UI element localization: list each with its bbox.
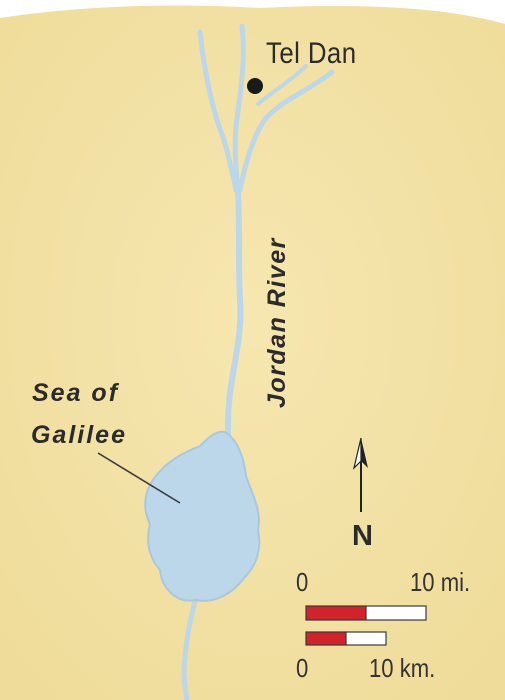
tel-dan-marker-icon [247,78,263,94]
sea-of-galilee-label-line1: Sea of [32,379,120,407]
scale-km-zero: 0 [296,653,309,683]
scale-miles-zero: 0 [296,567,309,597]
north-arrow-icon [352,437,368,512]
north-label: N [352,520,373,552]
sea-of-galilee-label-line2: Galilee [31,421,127,449]
scale-bar-miles [305,605,427,621]
sea-leader-line [97,452,181,504]
scale-bar-km [305,631,387,646]
land-area [0,5,505,700]
sea-of-galilee-shape [144,430,261,602]
scale-km-label: 10 km. [369,653,436,683]
jordan-river-label: Jordan River [263,237,291,408]
scale-miles-label: 10 mi. [410,567,471,597]
jordan-river [181,23,335,700]
tel-dan-label: Tel Dan [266,37,357,70]
